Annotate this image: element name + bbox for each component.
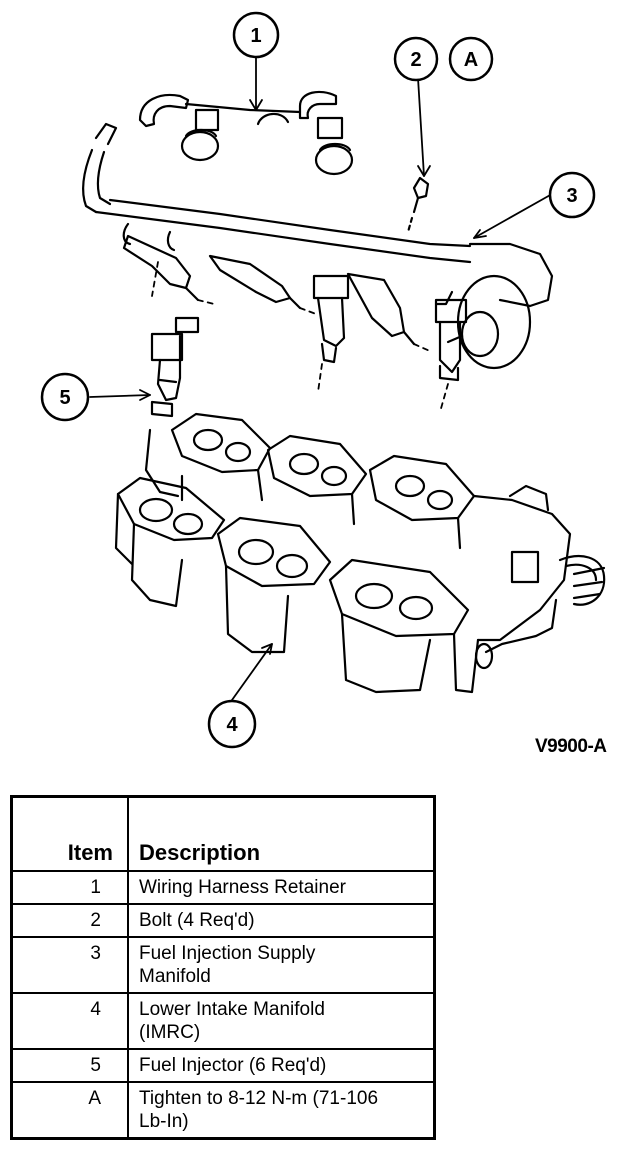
fuel-injection-supply-manifold: [82, 122, 554, 370]
leader-lines: [89, 55, 553, 701]
item-description: Bolt (4 Req'd): [127, 903, 436, 938]
svg-text:1: 1: [250, 25, 261, 47]
fuel-injectors: [122, 234, 468, 418]
table-row: 1 Wiring Harness Retainer: [10, 870, 436, 905]
svg-text:A: A: [464, 49, 478, 71]
callout-4: 4: [207, 699, 257, 749]
figure-code: V9900-A: [535, 736, 607, 757]
callout-5: 5: [40, 372, 90, 422]
install-guide-lines: [151, 261, 449, 413]
callout-3: 3: [548, 171, 596, 219]
item-number: 2: [10, 903, 129, 938]
description-header: Description: [127, 795, 436, 872]
item-number: 1: [10, 870, 129, 905]
wiring-harness-retainer: [138, 90, 354, 176]
item-description: Fuel Injector (6 Req'd): [127, 1048, 436, 1083]
svg-text:5: 5: [59, 387, 70, 409]
callout-1: 1: [232, 11, 280, 59]
table-row: 5 Fuel Injector (6 Req'd): [10, 1048, 436, 1083]
callout-2: 2: [393, 36, 439, 82]
item-number: A: [10, 1081, 129, 1140]
item-description: Lower Intake Manifold(IMRC): [127, 992, 436, 1050]
item-number: 4: [10, 992, 129, 1050]
lower-intake-manifold: [114, 412, 606, 694]
item-number: 3: [10, 936, 129, 994]
table-row: 4 Lower Intake Manifold(IMRC): [10, 992, 436, 1050]
svg-text:4: 4: [226, 714, 238, 736]
item-description: Wiring Harness Retainer: [127, 870, 436, 905]
bolt: [406, 176, 430, 234]
callout-a: A: [448, 36, 494, 82]
table-row: 2 Bolt (4 Req'd): [10, 903, 436, 938]
legend-header-row: Item Description: [10, 795, 436, 872]
exploded-parts-diagram: 1 2 A 3 5 4: [40, 11, 606, 749]
item-header: Item: [10, 795, 129, 872]
item-number: 5: [10, 1048, 129, 1083]
svg-text:3: 3: [566, 185, 577, 207]
svg-text:2: 2: [410, 49, 421, 71]
legend-table: Item Description 1 Wiring Harness Retain…: [10, 795, 436, 1140]
